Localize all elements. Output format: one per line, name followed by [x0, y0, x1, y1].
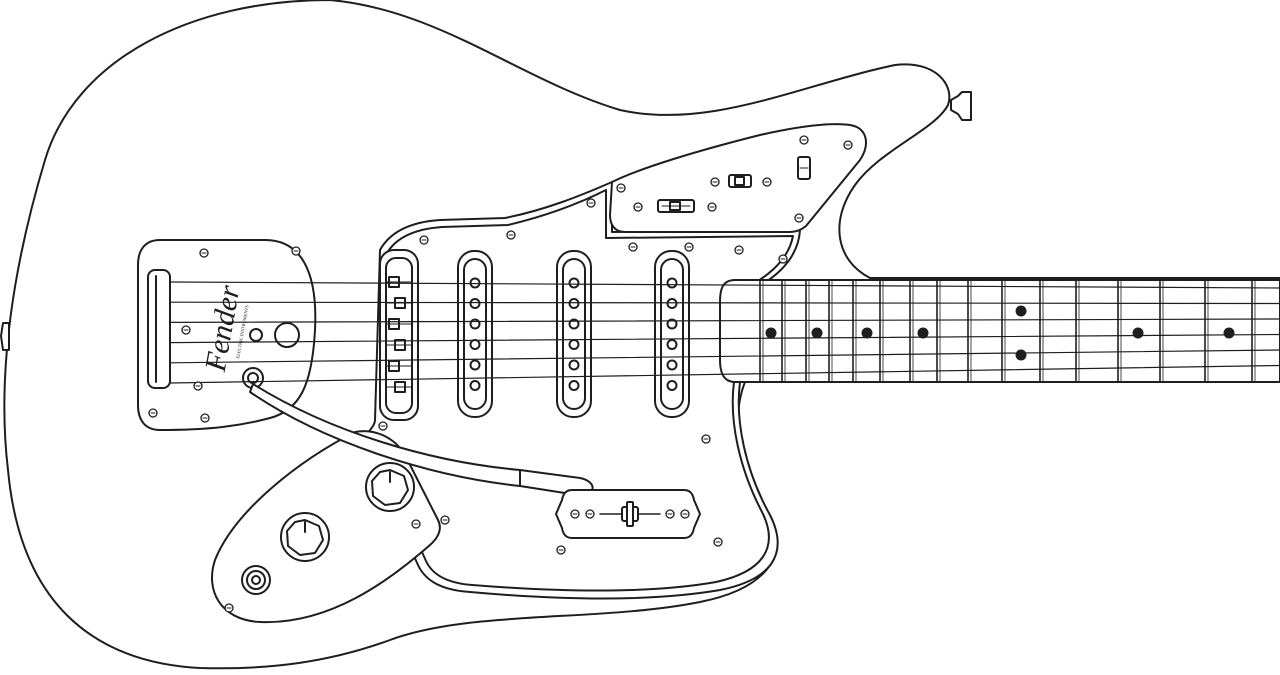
pickup-pole: [469, 298, 481, 309]
bridge-base: [379, 249, 419, 421]
volume-knob[interactable]: [365, 462, 415, 512]
screw: [506, 230, 516, 240]
screws: [148, 135, 853, 613]
string-1: [169, 281, 1280, 289]
pickup-pole: [568, 359, 580, 371]
fret-inlay-double-dot: [1015, 349, 1027, 361]
screw: [701, 434, 711, 444]
screw: [680, 509, 690, 519]
screw: [586, 198, 596, 208]
fret-inlay-dot: [1132, 327, 1144, 339]
screw: [628, 242, 638, 252]
pickup-pole: [666, 339, 678, 350]
fret-inlay-dot: [811, 327, 823, 339]
pickup-pole: [568, 277, 580, 289]
pickup-pole: [469, 277, 481, 289]
pickup-1: [457, 250, 493, 418]
fret-inlay-dot: [765, 327, 777, 339]
screw: [440, 515, 450, 525]
screw: [148, 408, 158, 418]
screw: [616, 183, 626, 193]
fret-inlay-dot: [917, 327, 929, 339]
pickup-cover: [556, 250, 592, 418]
string-3: [169, 318, 1280, 323]
strings: [169, 281, 1280, 384]
tailpiece-hole-small: [249, 328, 263, 342]
screw: [570, 509, 580, 519]
fret-inlay-dot: [861, 327, 873, 339]
pickup-cover: [457, 250, 493, 418]
screw: [710, 177, 720, 187]
screw: [199, 248, 209, 258]
fret-inlay-dot: [1223, 327, 1235, 339]
pickup-pole: [469, 339, 481, 350]
screw: [799, 135, 809, 145]
screw: [556, 545, 566, 555]
pickup-inner: [660, 258, 684, 410]
bridge-inner: [385, 257, 413, 414]
output-jack[interactable]: [241, 565, 271, 595]
screw: [734, 245, 744, 255]
screw: [378, 421, 388, 431]
pickup-pole: [568, 298, 580, 309]
pickup-pole: [666, 277, 678, 289]
fretboard: [719, 279, 1280, 383]
screw: [224, 603, 234, 613]
fender-logo: Fender ELECTRIC INSTRUMENTS: [199, 283, 250, 375]
fret-inlay-double-dot: [1015, 305, 1027, 317]
pickguard-bevel: [371, 189, 794, 592]
string-4: [169, 333, 1280, 344]
tail-bridge-bar: [147, 269, 171, 389]
tremolo-arm-socket-inner: [247, 372, 259, 384]
string-5: [169, 349, 1280, 364]
strap-button-end: [0, 322, 10, 351]
pickup-pole: [469, 318, 481, 330]
pickup-3: [654, 250, 690, 418]
upper-mini-switch-knob[interactable]: [734, 176, 745, 186]
screw: [200, 413, 210, 423]
pickup-pole: [568, 339, 580, 350]
screw: [291, 246, 301, 256]
screw: [193, 381, 203, 391]
string-2: [169, 301, 1280, 305]
screw: [713, 537, 723, 547]
pickup-inner: [463, 258, 487, 410]
screw: [794, 213, 804, 223]
screw: [419, 235, 429, 245]
pickup-pole: [666, 318, 678, 330]
screw: [633, 202, 643, 212]
pickup-pole: [469, 380, 481, 391]
screw: [762, 177, 772, 187]
pickup-pole: [666, 298, 678, 309]
screw: [411, 519, 421, 529]
screw: [843, 140, 853, 150]
tone-knob[interactable]: [280, 512, 330, 562]
screw: [181, 325, 191, 335]
screw: [585, 509, 595, 519]
screw: [707, 202, 717, 212]
frets: [759, 280, 1256, 382]
pickup-pole: [568, 380, 580, 391]
screw: [665, 509, 675, 519]
pickups: [457, 250, 690, 418]
pickup-pole: [666, 380, 678, 391]
fret-inlays: [765, 305, 1235, 361]
pickup-inner: [562, 258, 586, 410]
pickup-2: [556, 250, 592, 418]
pickup-pole: [469, 359, 481, 371]
pickup-pole: [666, 359, 678, 371]
selector-switch-tip[interactable]: [626, 501, 634, 527]
tailpiece-hole-large: [274, 322, 300, 348]
screw: [684, 242, 694, 252]
string-6: [169, 364, 1280, 384]
screw: [778, 254, 788, 264]
strap-button-horn: [950, 91, 972, 121]
